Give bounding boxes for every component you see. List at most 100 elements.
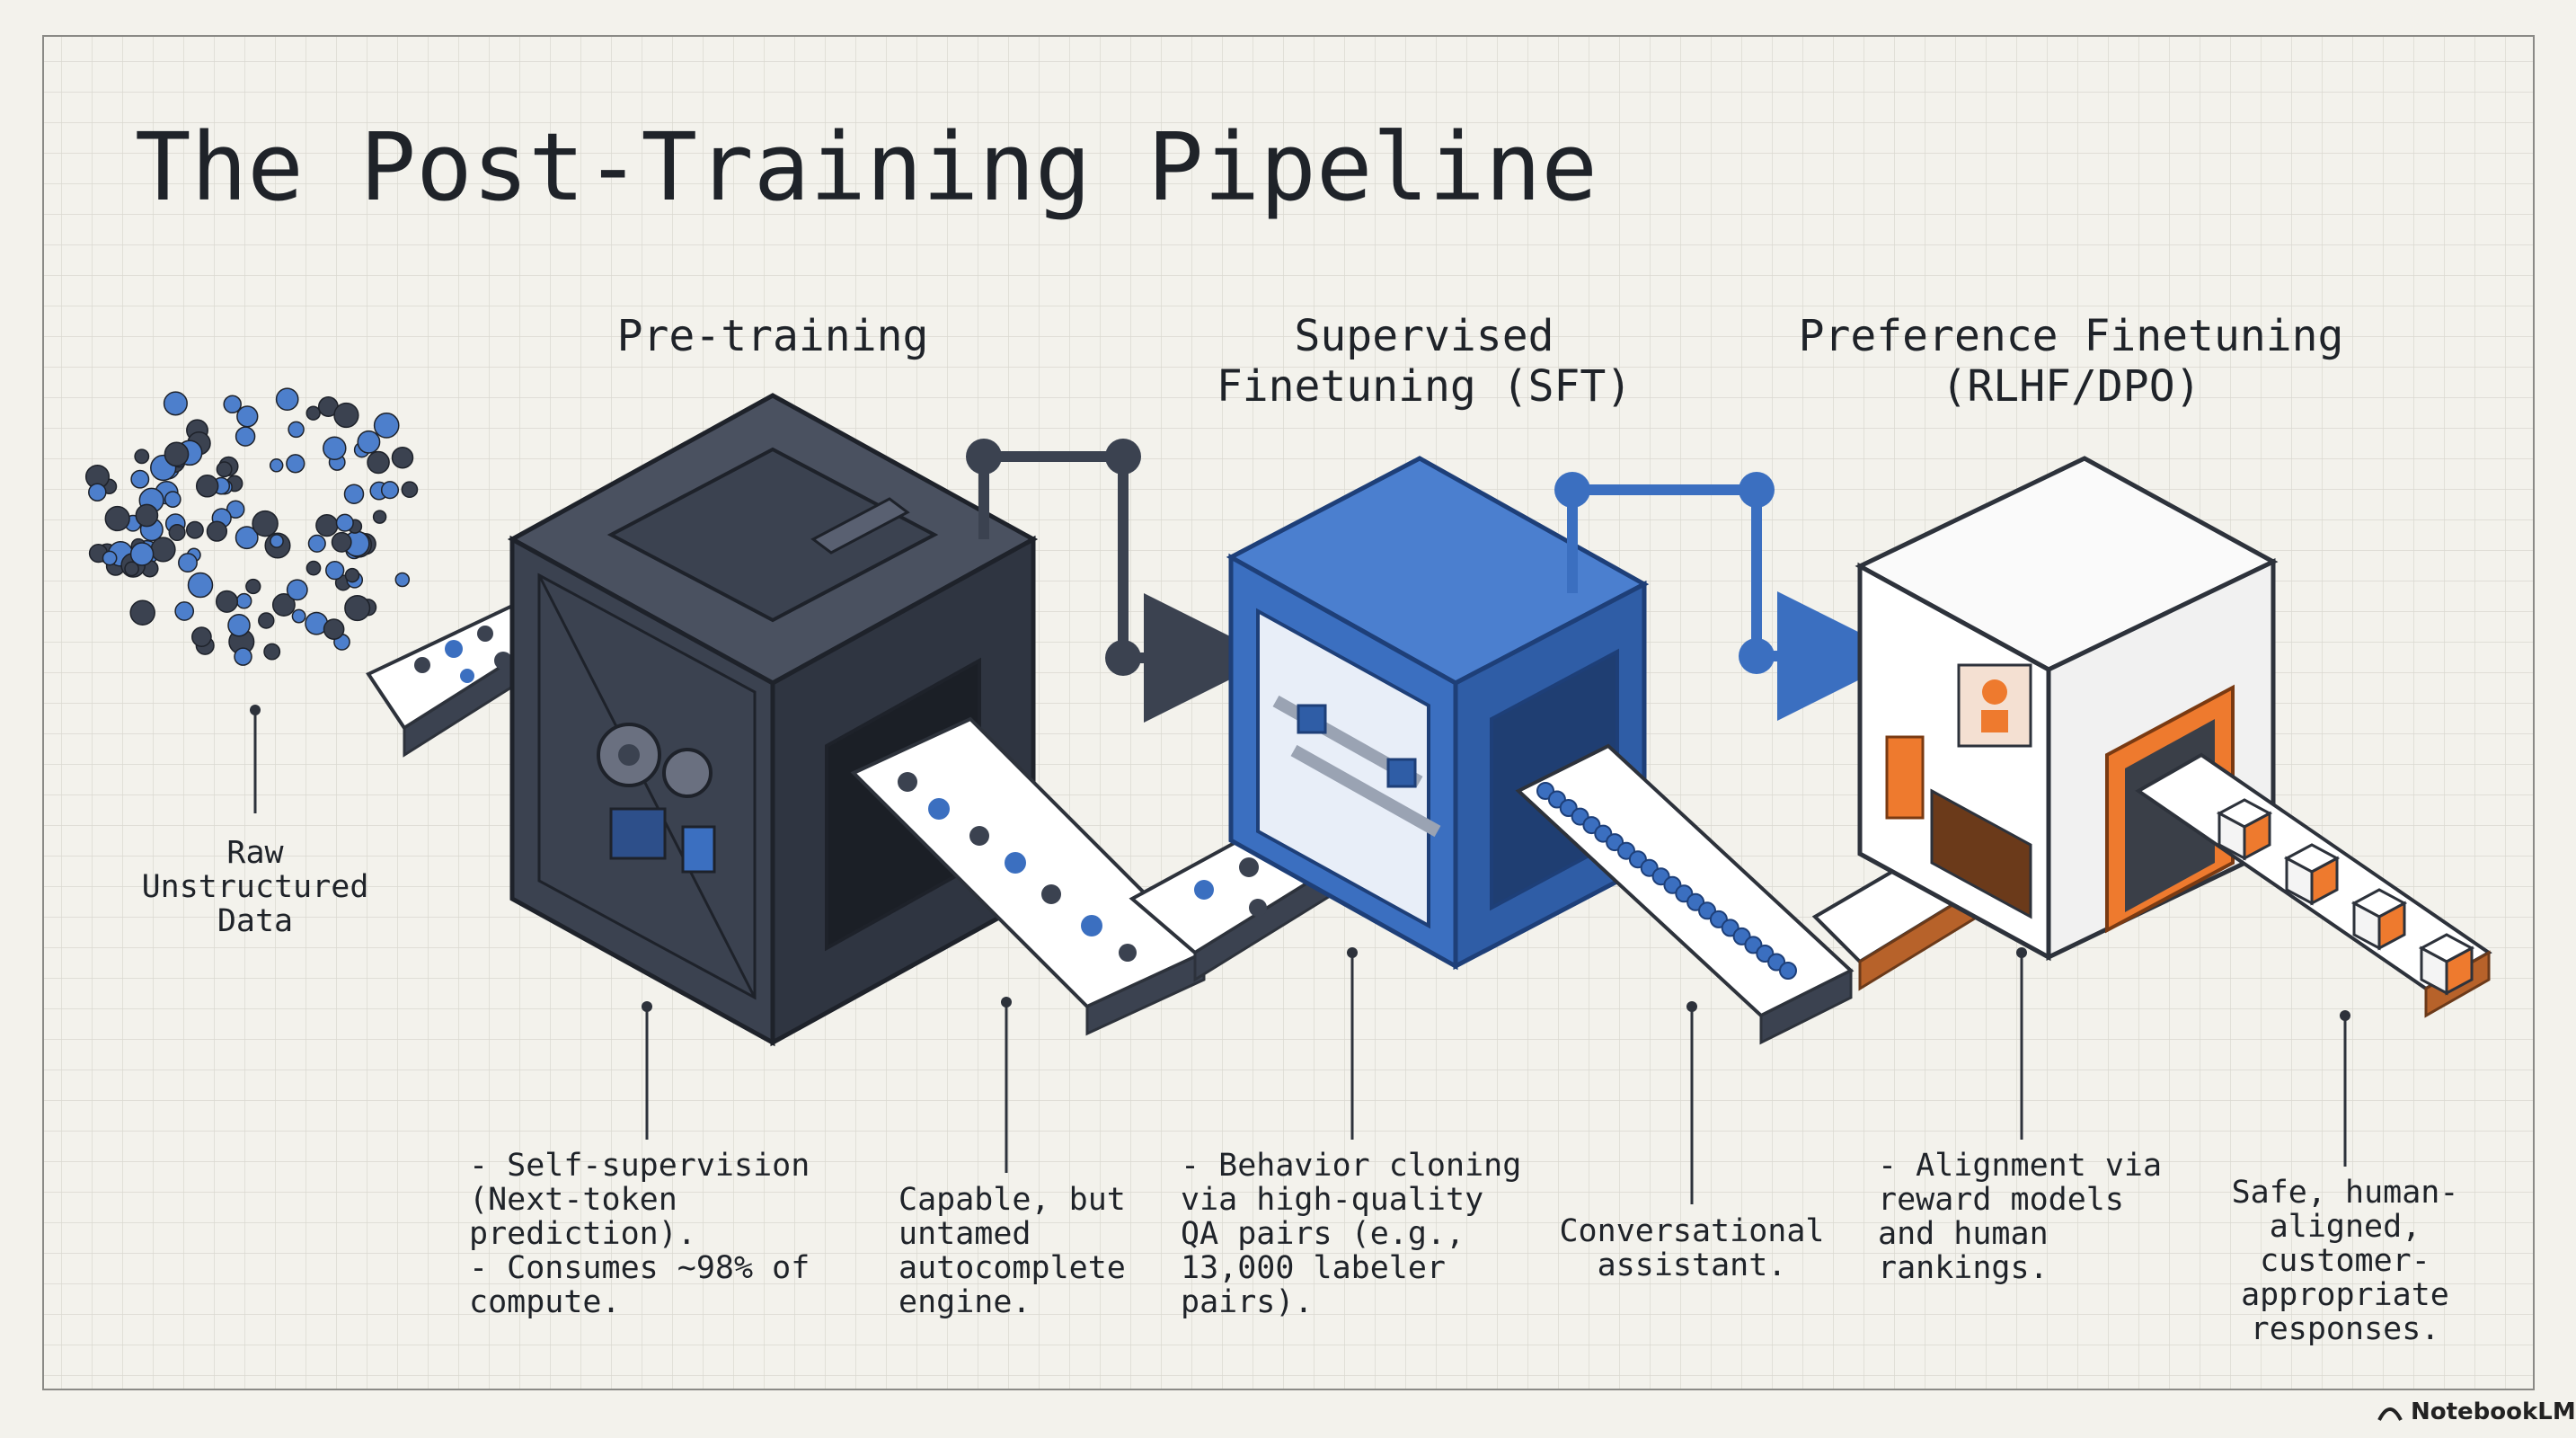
data-particle <box>223 395 242 414</box>
data-particle <box>129 599 155 626</box>
data-particle <box>288 421 305 439</box>
person-icon <box>1957 663 2032 748</box>
note-sft-output-line: Conversational <box>1559 1213 1824 1249</box>
data-particle <box>357 430 381 454</box>
data-particle <box>286 579 308 601</box>
note-pretraining-method-line: prediction). <box>469 1216 696 1252</box>
note-preference-method-line: reward models <box>1878 1182 2124 1218</box>
arrow-pretraining-to-sft <box>966 439 1273 723</box>
pretraining-machine <box>507 393 1039 1047</box>
data-particle <box>124 561 139 577</box>
output-cube <box>2216 798 2273 861</box>
data-particle <box>315 513 339 537</box>
input-label-text-line: Raw <box>226 835 284 871</box>
note-pretraining-method-line: (Next-token <box>469 1182 677 1218</box>
data-particle <box>235 526 259 550</box>
data-particle <box>286 454 305 474</box>
note-sft-output-line: assistant. <box>1598 1247 1787 1283</box>
brand-logo: NotebookLM <box>2377 1398 2576 1425</box>
data-particle <box>234 647 252 666</box>
data-particle <box>270 534 284 548</box>
note-pretraining-method-line: compute. <box>469 1284 621 1320</box>
note-pretraining-output-line: untamed <box>899 1216 1031 1252</box>
data-particle <box>373 413 400 439</box>
stage-label-1: Pre-training <box>617 311 929 361</box>
note-sft-method: - Behavior cloning via high-quality QA p… <box>1181 1148 1521 1320</box>
data-particle <box>331 531 352 553</box>
note-sft-method-line: - Behavior cloning <box>1181 1148 1521 1184</box>
data-particle <box>216 461 233 478</box>
note-preference-output-line: aligned, <box>2270 1209 2421 1245</box>
conveyor-bead <box>1779 962 1797 980</box>
data-particle <box>236 405 259 428</box>
note-pretraining-output-line: Capable, but <box>899 1182 1126 1218</box>
page-title: The Post-Training Pipeline <box>135 112 1598 222</box>
stage-label-3-line: (RLHF/DPO) <box>1942 361 2201 412</box>
data-particle <box>164 441 190 467</box>
note-pretraining-output-line: engine. <box>899 1284 1031 1320</box>
data-particle <box>325 560 345 581</box>
data-particle <box>367 450 390 475</box>
note-preference-method-line: - Alignment via <box>1878 1148 2162 1184</box>
data-particle <box>335 513 354 532</box>
data-particle <box>206 520 228 542</box>
data-particle <box>104 505 130 532</box>
gear-icon <box>662 748 713 798</box>
data-particle <box>380 481 400 500</box>
output-cube <box>2350 888 2408 951</box>
notebooklm-icon <box>2377 1407 2403 1421</box>
data-particle <box>191 626 212 647</box>
data-particle <box>263 643 281 661</box>
output-cube <box>2418 933 2475 996</box>
note-preference-output-line: responses. <box>2251 1311 2440 1347</box>
note-preference-output-line: Safe, human- <box>2232 1175 2459 1211</box>
output-cube <box>2283 843 2341 906</box>
note-preference-output: Safe, human-aligned,customer-appropriate… <box>2232 1175 2459 1347</box>
data-particle <box>323 436 347 461</box>
note-preference-method-line: and human <box>1878 1216 2049 1252</box>
data-particle <box>391 446 414 469</box>
data-particle <box>271 593 296 617</box>
data-particle <box>235 592 252 609</box>
conveyor-beads <box>1536 782 1797 980</box>
data-particle <box>195 475 219 498</box>
data-particle <box>343 484 365 504</box>
note-sft-method-line: 13,000 labeler <box>1181 1250 1446 1286</box>
data-particle <box>372 510 387 524</box>
note-preference-output-line: appropriate <box>2241 1277 2449 1313</box>
note-leader-lines <box>645 953 2347 1204</box>
data-particle <box>305 405 321 421</box>
data-particle <box>129 542 155 566</box>
data-particle <box>164 491 181 508</box>
circuit-board-icon <box>609 807 667 860</box>
data-particle <box>275 387 299 412</box>
conveyor-belt-pretraining-output <box>850 716 1208 1036</box>
data-particle <box>130 469 150 489</box>
data-particle <box>344 567 360 583</box>
note-pretraining-method-line: - Self-supervision <box>469 1148 810 1184</box>
note-preference-method-line: rankings. <box>1878 1250 2049 1286</box>
input-label-text-line: Unstructured <box>142 869 369 905</box>
note-sft-method-line: via high-quality <box>1181 1182 1483 1218</box>
data-particle <box>134 448 150 465</box>
data-particle <box>150 537 176 563</box>
data-particle <box>135 503 159 528</box>
input-label-text-line: Data <box>217 903 293 939</box>
note-preference-output-line: customer- <box>2260 1243 2430 1279</box>
data-particle <box>305 560 322 576</box>
note-pretraining-method-line: - Consumes ~98% of <box>469 1250 810 1286</box>
data-particle <box>323 618 345 640</box>
raw-data-particles <box>84 387 419 666</box>
brand-name: NotebookLM <box>2411 1398 2576 1425</box>
data-particle <box>215 590 239 613</box>
data-particle <box>269 458 284 473</box>
note-preference-method: - Alignment via reward models and human … <box>1878 1148 2162 1286</box>
data-particle <box>88 483 107 502</box>
data-particle <box>227 613 251 637</box>
data-particle <box>102 550 118 566</box>
